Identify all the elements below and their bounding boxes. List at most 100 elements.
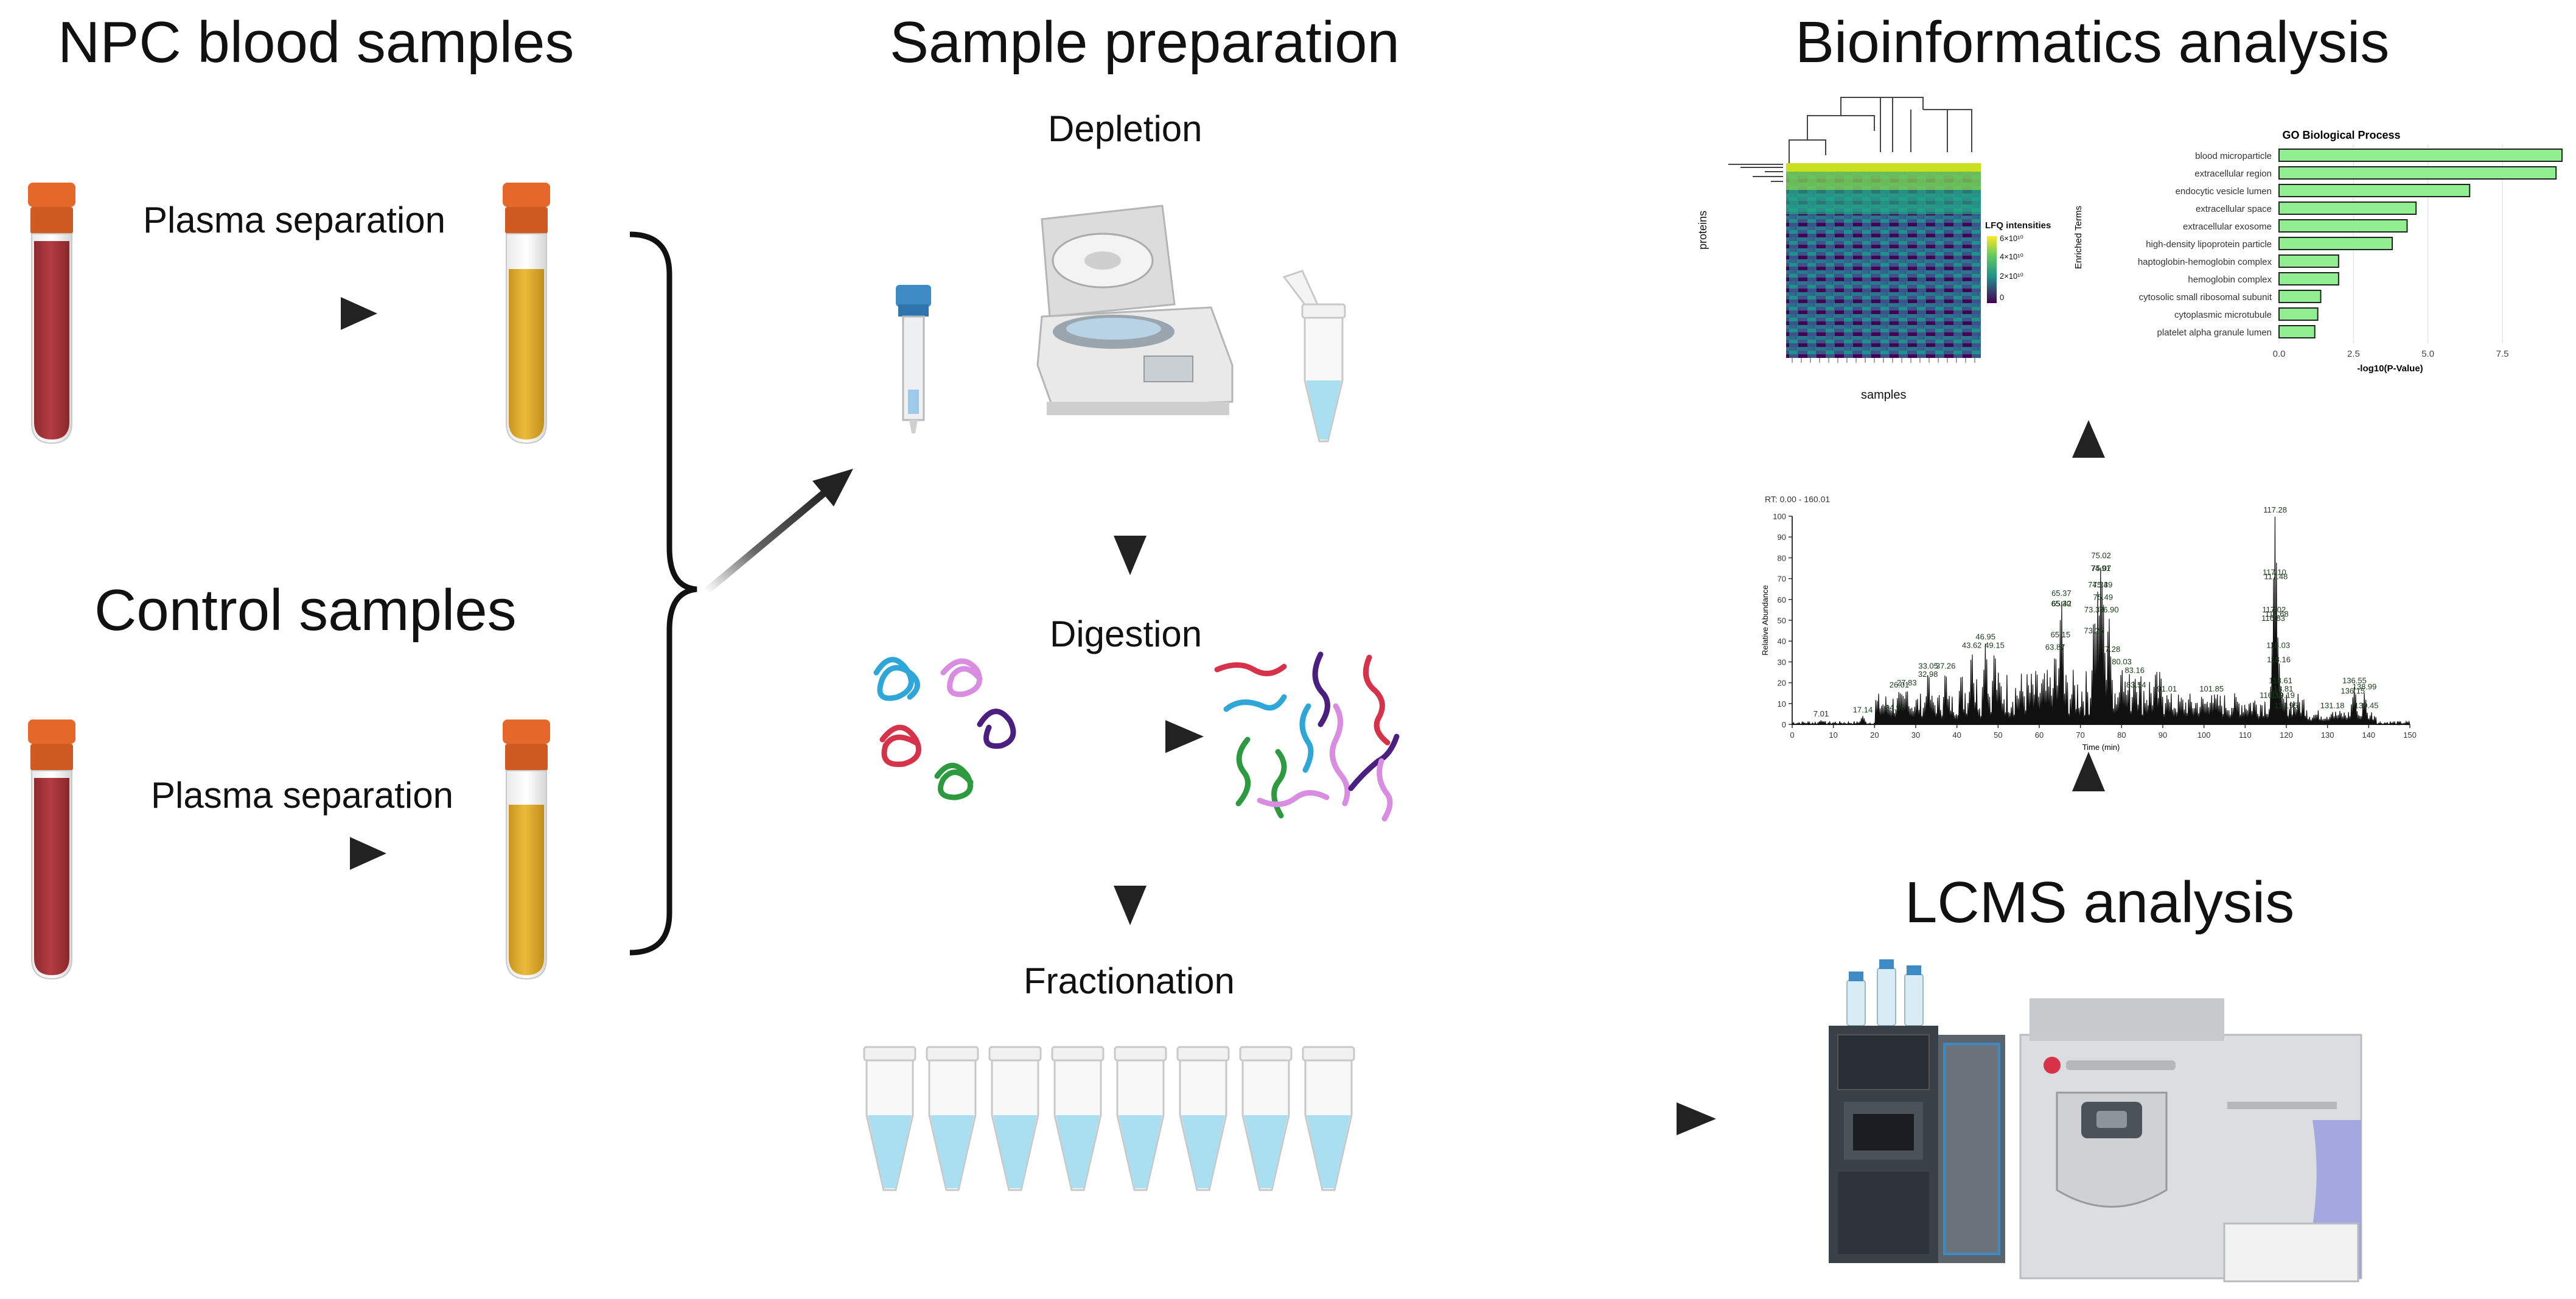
chrom-xtick-label: 110 xyxy=(2239,730,2252,740)
peptides-icon xyxy=(1214,651,1400,822)
chrom-peak-label: 33.05 xyxy=(1918,662,1938,671)
chrom-xtick-label: 10 xyxy=(1829,730,1837,740)
chrom-ytick-label: 90 xyxy=(1778,533,1786,542)
heatmap-top-band xyxy=(1786,163,1981,172)
arrow-to-sample-prep xyxy=(703,469,853,595)
go-category-label: cytoplasmic microtubule xyxy=(2174,310,2272,320)
blood-tube-npc xyxy=(28,183,75,444)
chrom-ytick-label: 20 xyxy=(1778,679,1786,688)
chrom-peak-label: 119.95 xyxy=(2274,701,2298,710)
heatmap-legend-title: LFQ intensities xyxy=(1985,220,2051,231)
heatmap-sample-ticks xyxy=(1792,358,1975,363)
go-category-label: endocytic vesicle lumen xyxy=(2176,186,2272,197)
grouping-brace xyxy=(629,231,697,956)
chrom-xtick-label: 50 xyxy=(1994,730,2002,740)
arrow-depletion-to-digestion xyxy=(1114,475,1147,575)
chrom-peak-label: 74.24 xyxy=(2088,580,2108,589)
control-heading: Control samples xyxy=(94,578,517,643)
chrom-peak-label: 32.98 xyxy=(1918,670,1938,679)
heatmap-ylabel: proteins xyxy=(1697,210,1709,250)
chrom-peak-label: 136.55 xyxy=(2342,676,2367,685)
chrom-peak-label: 136.15 xyxy=(2340,687,2365,696)
chrom-xtick-label: 30 xyxy=(1911,730,1920,740)
heatmap-band-2 xyxy=(1786,172,1981,190)
chrom-peak-label: 75.39 xyxy=(2093,580,2113,589)
go-bar xyxy=(2278,290,2322,303)
heatmap-legend-tick-1: 6×10¹⁰ xyxy=(2000,234,2023,243)
chrom-ytick-label: 40 xyxy=(1778,637,1786,646)
chrom-peak-label: 138.99 xyxy=(2353,682,2377,692)
arrow-plasma-2 xyxy=(231,837,386,870)
go-bar xyxy=(2278,272,2339,285)
chrom-ylabel: Relative Abundance xyxy=(1761,585,1770,656)
chrom-peak-label: 101.85 xyxy=(2199,684,2224,693)
chrom-peak-label: 65.37 xyxy=(2051,589,2072,598)
chrom-xtick-label: 70 xyxy=(2076,730,2084,740)
chrom-xtick-label: 130 xyxy=(2321,730,2334,740)
chrom-peak-label: 49.15 xyxy=(1984,640,2005,650)
go-bar xyxy=(2278,307,2319,321)
chrom-xtick-label: 140 xyxy=(2362,730,2375,740)
chrom-peak-label: 76.90 xyxy=(2099,605,2119,614)
chrom-xtick-label: 40 xyxy=(1952,730,1961,740)
arrow-chromatogram-to-bioinfo xyxy=(2072,420,2105,499)
chrom-peak-label: 117.68 xyxy=(2265,609,2289,618)
heatmap-dendrogram xyxy=(1728,97,1972,182)
fractionation-label: Fractionation xyxy=(1024,961,1235,1001)
chrom-peak-label: 91.01 xyxy=(2157,684,2177,693)
go-category-label: extracellular space xyxy=(2196,204,2272,214)
go-category-label: hemoglobin complex xyxy=(2188,275,2272,285)
centrifuge-icon xyxy=(1036,205,1234,415)
chrom-xtick-label: 0 xyxy=(1790,730,1794,740)
chrom-peak-label: 37.26 xyxy=(1936,662,1956,671)
chrom-ytick-label: 30 xyxy=(1778,657,1786,667)
chrom-xtick-label: 60 xyxy=(2035,730,2044,740)
chrom-peak-label: 27.83 xyxy=(1897,678,1917,687)
heatmap-legend-tick-4: 0 xyxy=(2000,293,2005,302)
arrow-to-lcms xyxy=(1509,1102,1716,1135)
chrom-xtick-label: 150 xyxy=(2403,730,2417,740)
plasma-separation-label-2: Plasma separation xyxy=(151,775,453,816)
bioinfo-heading: Bioinformatics analysis xyxy=(1795,10,2390,75)
chrom-peak-label: 117.28 xyxy=(2263,505,2287,514)
chrom-xtick-label: 120 xyxy=(2280,730,2293,740)
go-category-label: extracellular region xyxy=(2194,169,2272,179)
chrom-ytick-label: 10 xyxy=(1778,699,1786,709)
blood-tube-control xyxy=(28,720,75,980)
chromatogram-chart: RT: 0.00 - 160.01 0 10 20 30 40 50 60 70 80 90 100 1… xyxy=(1761,494,2417,752)
chrom-peak-label: 119.19 xyxy=(2271,690,2295,699)
chrom-ytick-label: 60 xyxy=(1778,595,1786,604)
chrom-peak-label: 80.03 xyxy=(2112,657,2132,667)
chrom-peak-label: 43.62 xyxy=(1962,640,1982,650)
go-chart-title: GO Biological Process xyxy=(2282,129,2400,141)
chrom-peak-label: 75.49 xyxy=(2093,593,2114,602)
go-bar xyxy=(2278,201,2417,215)
chrom-ytick-label: 70 xyxy=(1778,575,1786,584)
arrow-digestion xyxy=(1065,720,1204,753)
chrom-peak-label: 118.03 xyxy=(2266,640,2290,650)
chromatogram-header: RT: 0.00 - 160.01 xyxy=(1765,494,1830,504)
chrom-peak-label: 74.91 xyxy=(2091,564,2111,573)
depletion-label: Depletion xyxy=(1048,108,1202,149)
plasma-tube-npc xyxy=(503,183,550,444)
chrom-peak-label: 116.39 xyxy=(2260,690,2283,699)
heatmap-legend-bar xyxy=(1987,236,1997,303)
heatmap-xlabel: samples xyxy=(1861,388,1907,402)
go-xtick-label: 7.5 xyxy=(2496,349,2509,359)
go-bar xyxy=(2278,184,2471,197)
eppendorf-tube-icon xyxy=(1282,270,1346,443)
chrom-peak-label: 118.61 xyxy=(2269,676,2292,685)
chrom-peak-label: 131.18 xyxy=(2320,701,2345,710)
chrom-xtick-label: 80 xyxy=(2117,730,2126,740)
lcms-instrument-icon xyxy=(1829,959,2362,1283)
chrom-peak-label: 65.42 xyxy=(2051,599,2072,608)
go-xtick-label: 2.5 xyxy=(2347,349,2360,359)
chrom-peak-label: 65.15 xyxy=(2051,630,2071,639)
go-xlabel: -log10(P-Value) xyxy=(2357,363,2423,374)
chrom-peak-label: 24.96 xyxy=(1885,703,1905,712)
lcms-heading: LCMS analysis xyxy=(1905,870,2295,935)
chrom-xtick-label: 100 xyxy=(2197,730,2211,740)
chrom-ytick-label: 80 xyxy=(1778,553,1786,562)
go-bar xyxy=(2278,254,2339,268)
